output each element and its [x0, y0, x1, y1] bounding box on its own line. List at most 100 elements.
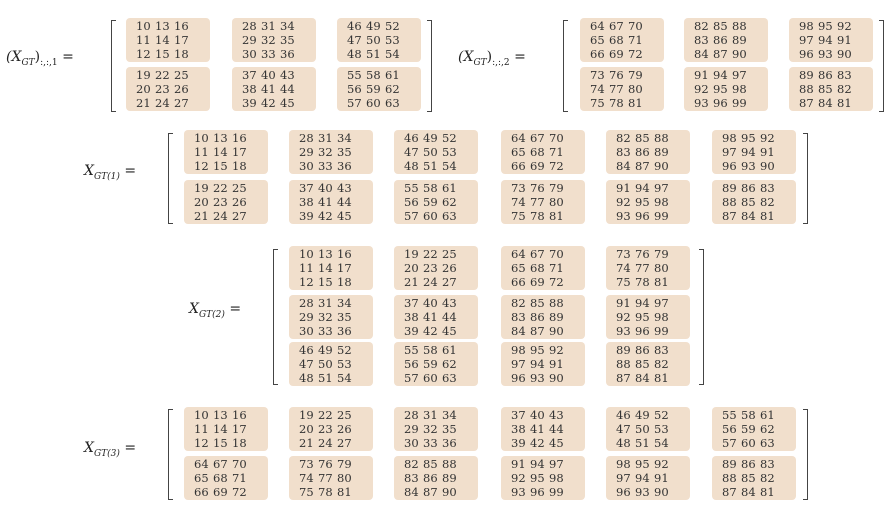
matrix-cell: 19 [136, 68, 151, 82]
matrix-cell: 75 [299, 485, 314, 499]
matrix-cell: 57 [347, 96, 362, 110]
matrix-cell: 77 [530, 195, 545, 209]
matrix-cell: 84 [635, 371, 650, 385]
matrix-cell: 95 [818, 19, 833, 33]
matrix-cell: 63 [442, 209, 457, 223]
matrix-cell: 80 [628, 82, 643, 96]
matrix-cell: 24 [318, 436, 333, 450]
matrix-cell: 20 [299, 422, 314, 436]
matrix-cell: 85 [818, 82, 833, 96]
matrix-cell: 66 [590, 47, 605, 61]
matrix-cell: 45 [442, 324, 457, 338]
matrix-cell: 93 [616, 209, 631, 223]
matrix-cell: 36 [280, 47, 295, 61]
matrix-cell: 92 [616, 310, 631, 324]
matrix-cell: 89 [654, 145, 669, 159]
matrix-cell: 72 [232, 485, 247, 499]
matrix-cell: 66 [511, 159, 526, 173]
matrix-cell: 46 [404, 131, 419, 145]
slice1-left-bracket [111, 20, 116, 112]
matrix-cell: 62 [760, 422, 775, 436]
matrix-cell: 57 [404, 371, 419, 385]
matrix-cell: 87 [722, 209, 737, 223]
matrix-cell: 92 [694, 82, 709, 96]
matrix-cell: 73 [511, 181, 526, 195]
matrix-cell: 32 [423, 422, 438, 436]
matrix-cell: 86 [423, 471, 438, 485]
matrix-cell: 87 [722, 485, 737, 499]
matrix-cell: 52 [442, 131, 457, 145]
matrix-cell: 53 [654, 422, 669, 436]
matrix-cell: 10 [136, 19, 151, 33]
matrix-cell: 38 [242, 82, 257, 96]
matrix-cell: 19 [299, 408, 314, 422]
matrix-cell: 53 [337, 357, 352, 371]
matrix-cell: 99 [549, 485, 564, 499]
unfold2-left-bracket [273, 249, 278, 385]
matrix-cell: 86 [741, 457, 756, 471]
matrix-cell: 26 [442, 261, 457, 275]
matrix-cell: 12 [194, 159, 209, 173]
matrix-cell: 81 [628, 96, 643, 110]
matrix-cell: 44 [442, 310, 457, 324]
matrix-cell: 77 [635, 261, 650, 275]
matrix-cell: 34 [280, 19, 295, 33]
matrix-cell: 77 [318, 471, 333, 485]
matrix-cell: 86 [530, 310, 545, 324]
matrix-cell: 60 [423, 209, 438, 223]
matrix-cell: 98 [732, 82, 747, 96]
matrix-cell: 90 [654, 159, 669, 173]
matrix-cell: 22 [155, 68, 170, 82]
matrix-cell: 19 [404, 247, 419, 261]
matrix-cell: 82 [760, 471, 775, 485]
matrix-cell: 92 [511, 471, 526, 485]
matrix-cell: 24 [155, 96, 170, 110]
matrix-cell: 15 [155, 47, 170, 61]
matrix-cell: 16 [232, 408, 247, 422]
matrix-cell: 58 [366, 68, 381, 82]
matrix-cell: 22 [423, 247, 438, 261]
matrix-cell: 71 [549, 145, 564, 159]
matrix-cell: 90 [732, 47, 747, 61]
matrix-cell: 37 [404, 296, 419, 310]
matrix-cell: 94 [530, 357, 545, 371]
matrix-cell: 81 [654, 275, 669, 289]
matrix-cell: 88 [799, 82, 814, 96]
unfold2-label-sub: GT(2) [199, 310, 225, 320]
matrix-cell: 96 [635, 209, 650, 223]
matrix-cell: 12 [299, 275, 314, 289]
matrix-cell: 64 [511, 247, 526, 261]
matrix-cell: 80 [654, 261, 669, 275]
matrix-cell: 92 [549, 343, 564, 357]
matrix-cell: 11 [194, 145, 209, 159]
matrix-cell: 51 [366, 47, 381, 61]
matrix-cell: 56 [347, 82, 362, 96]
matrix-cell: 96 [799, 47, 814, 61]
matrix-cell: 28 [404, 408, 419, 422]
slice1-label-index: :,:,1 [40, 58, 58, 68]
matrix-cell: 56 [404, 195, 419, 209]
